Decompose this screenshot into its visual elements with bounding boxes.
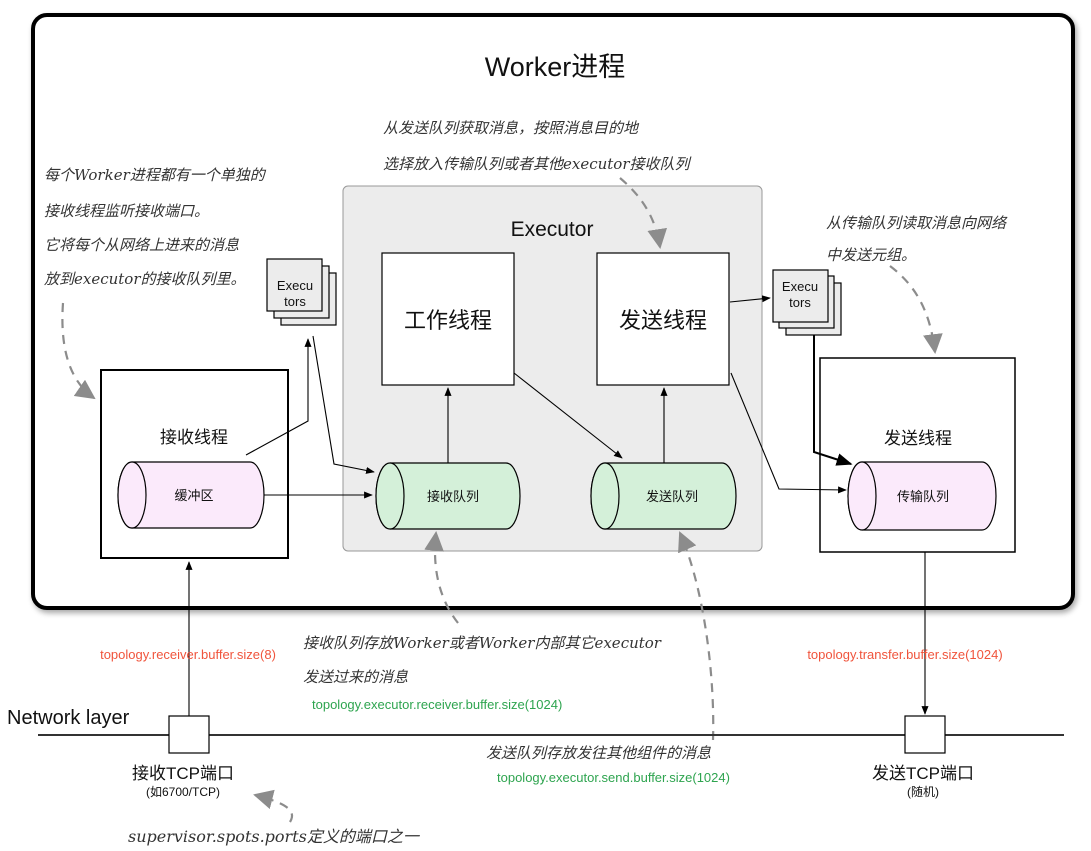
receiver-thread-title: 接收线程 <box>160 428 228 447</box>
dashed-arrow-send-queue-note <box>678 531 715 741</box>
send-tcp-port-label: 发送TCP端口 <box>872 764 974 783</box>
annotation-arrows <box>61 177 943 823</box>
transfer-queue-label: 传输队列 <box>897 489 949 504</box>
port-note: supervisor.spots.ports定义的端口之一 <box>128 827 421 846</box>
arrow-executors-to-transfer-queue <box>813 335 853 466</box>
receiver-note-line: 放到executor的接收队列里。 <box>44 270 246 288</box>
dashed-arrow-port-note <box>253 789 294 823</box>
worker-thread-box <box>381 252 515 386</box>
receive-tcp-port-label: 接收TCP端口 <box>132 764 234 783</box>
executor-receiver-buffer-config: topology.executor.receiver.buffer.size(1… <box>312 697 562 712</box>
dashed-arrow-receiver-note <box>61 302 96 400</box>
sender-note: 从发送队列获取消息，按照消息目的地 选择放入传输队列或者其他executor接收… <box>383 119 692 173</box>
executors-left-line2: tors <box>284 294 306 309</box>
arrow-worker-thread-to-send-queue <box>513 372 623 459</box>
send-tcp-port-box <box>904 715 946 754</box>
receiver-note-line: 它将每个从网络上进来的消息 <box>44 236 239 254</box>
executors-left-line1: Execu <box>277 278 313 293</box>
send-thread-box <box>596 252 730 386</box>
receiver-buffer-config: topology.receiver.buffer.size(8) <box>100 647 276 662</box>
executors-stack-right: Execu tors <box>772 269 842 336</box>
flow-arrows <box>185 295 929 716</box>
sender-note-line: 选择放入传输队列或者其他executor接收队列 <box>383 155 692 173</box>
buffer-label: 缓冲区 <box>174 488 213 503</box>
transfer-queue-cylinder: 传输队列 <box>847 461 997 531</box>
receive-queue-cylinder: 接收队列 <box>375 462 521 530</box>
send-queue-note: 发送队列存放发往其他组件的消息 <box>486 744 711 762</box>
receive-queue-note: 接收队列存放Worker或者Worker内部其它executor 发送过来的消息 <box>303 634 662 686</box>
executor-send-buffer-config: topology.executor.send.buffer.size(1024) <box>497 770 730 785</box>
transfer-thread-title: 发送线程 <box>884 429 952 448</box>
receiver-note-line: 接收线程监听接收端口。 <box>44 202 209 220</box>
send-tcp-port-sublabel: (随机) <box>907 784 939 799</box>
executor-title: Executor <box>511 218 594 241</box>
dashed-arrow-transfer-note <box>889 265 943 354</box>
dashed-arrow-sender-note <box>619 177 668 249</box>
transfer-note-line: 中发送元组。 <box>826 246 916 264</box>
receive-queue-note-line: 接收队列存放Worker或者Worker内部其它executor <box>303 634 662 652</box>
transfer-buffer-config: topology.transfer.buffer.size(1024) <box>807 647 1002 662</box>
send-queue-label: 发送队列 <box>646 489 698 504</box>
receiver-note-line: 每个Worker进程都有一个单独的 <box>44 166 267 184</box>
receive-queue-note-line: 发送过来的消息 <box>303 668 408 686</box>
transfer-note-line: 从传输队列读取消息向网络 <box>826 214 1008 232</box>
receive-tcp-port-box <box>168 715 210 754</box>
transfer-note: 从传输队列读取消息向网络 中发送元组。 <box>826 214 1008 264</box>
receive-tcp-port-sublabel: (如6700/TCP) <box>146 784 220 799</box>
send-thread-label: 发送线程 <box>619 308 707 333</box>
arrow-send-thread-to-executors <box>729 295 771 303</box>
executors-right-line2: tors <box>789 295 811 310</box>
receiver-note: 每个Worker进程都有一个单独的 接收线程监听接收端口。 它将每个从网络上进来… <box>44 166 267 288</box>
arrow-executors-to-receive-queue <box>312 335 375 474</box>
dashed-arrow-receive-queue-note <box>424 531 459 624</box>
network-layer-label: Network layer <box>7 707 130 729</box>
arrow-send-thread-to-transfer-queue <box>730 372 847 494</box>
receive-queue-label: 接收队列 <box>427 489 479 504</box>
worker-title: Worker进程 <box>485 52 626 82</box>
executors-right-line1: Execu <box>782 279 818 294</box>
sender-note-line: 从发送队列获取消息，按照消息目的地 <box>383 119 640 137</box>
buffer-cylinder: 缓冲区 <box>117 461 265 529</box>
send-queue-cylinder: 发送队列 <box>590 462 737 530</box>
executors-stack-left: Execu tors <box>266 258 337 326</box>
arrow-buffer-to-executors <box>245 338 312 456</box>
worker-thread-label: 工作线程 <box>404 308 492 333</box>
